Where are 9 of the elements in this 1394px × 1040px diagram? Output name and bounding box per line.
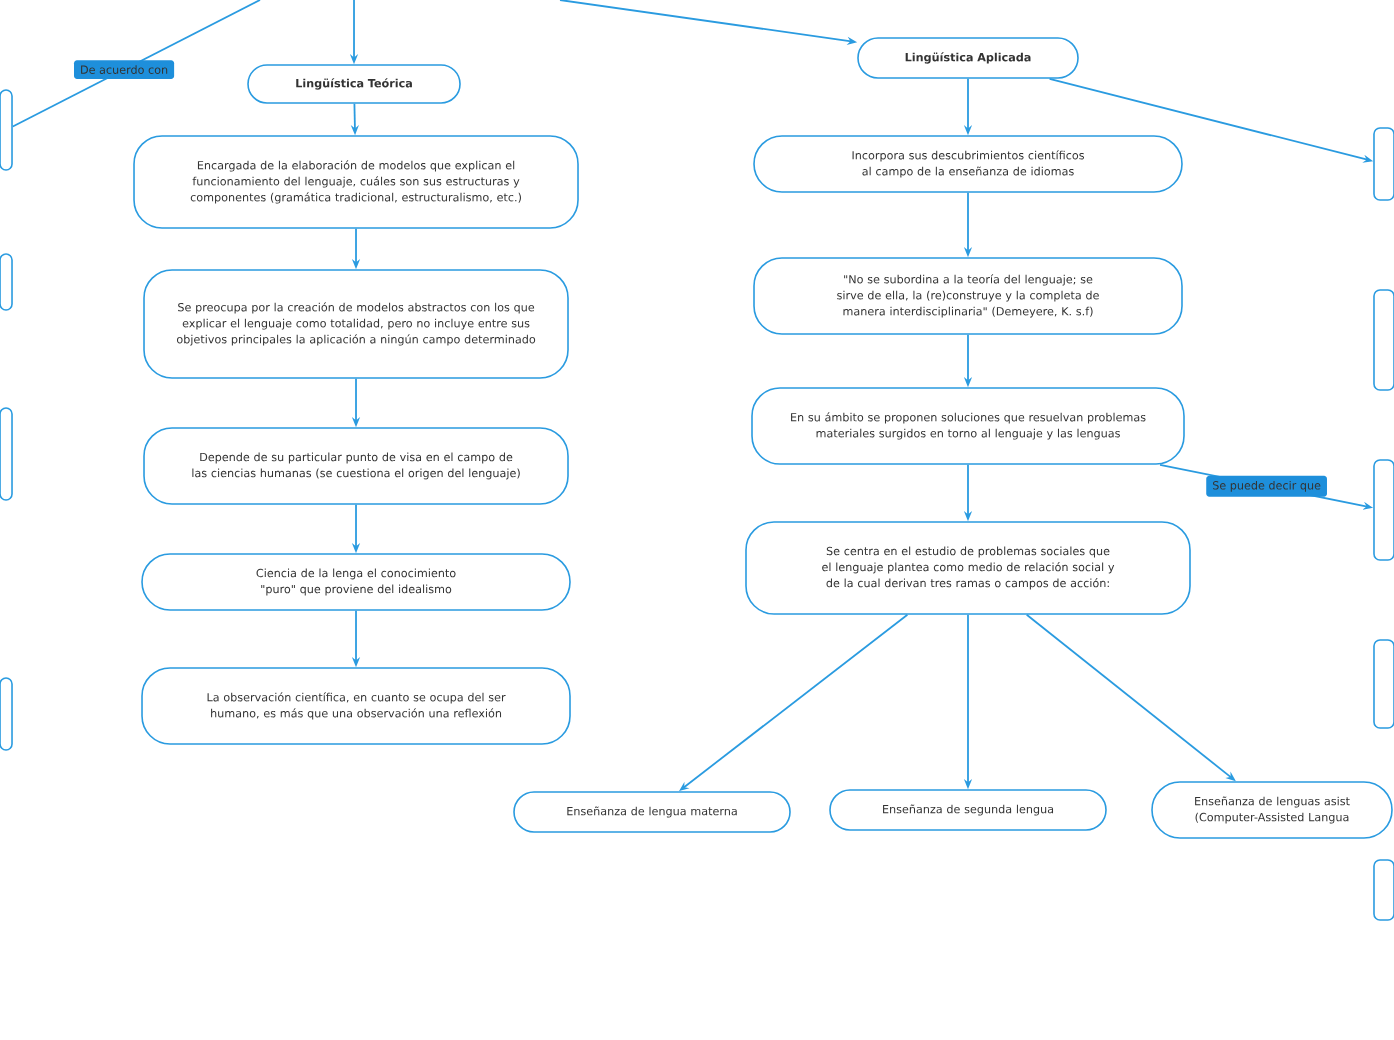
partial-box [1373,639,1394,729]
partial-box [1373,127,1394,201]
partial-box [1373,289,1394,391]
partial-box [0,407,13,501]
partial-box [1373,459,1394,561]
partial-box [0,89,13,171]
partial-box [0,253,13,311]
partial-box [1373,859,1394,921]
partial-box [0,677,13,751]
